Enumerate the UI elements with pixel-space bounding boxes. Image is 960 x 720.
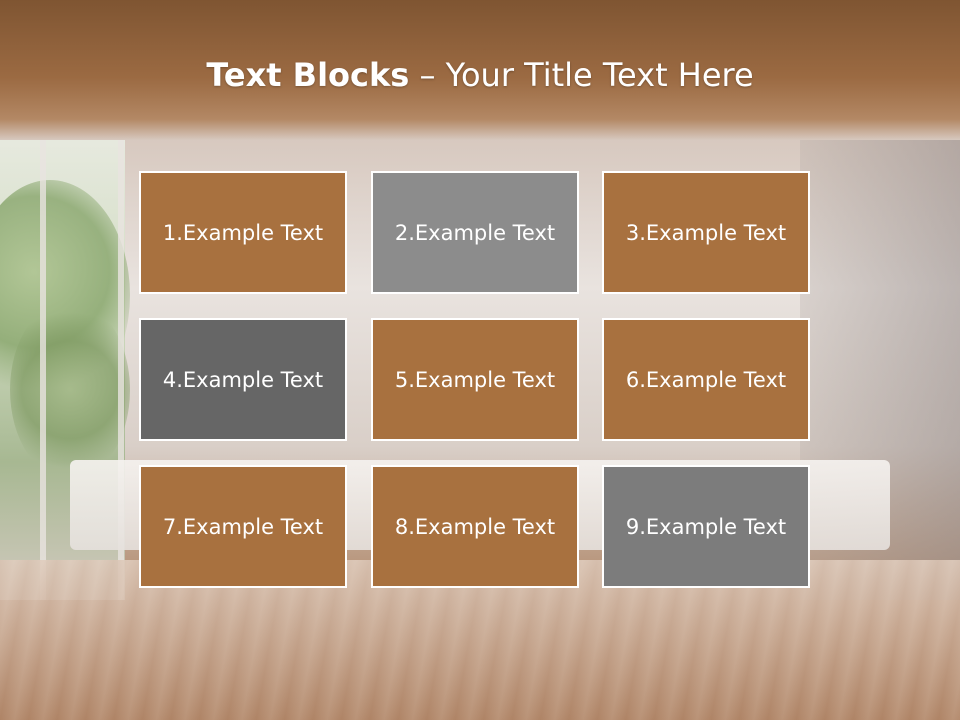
title-rest: Your Title Text Here [445, 56, 754, 94]
text-block-4: 4.Example Text [139, 318, 347, 441]
text-block-6: 6.Example Text [602, 318, 810, 441]
text-block-9: 9.Example Text [602, 465, 810, 588]
text-block-2: 2.Example Text [371, 171, 579, 294]
title-bold: Text Blocks [206, 56, 410, 94]
title-dash: – [409, 56, 446, 94]
tree-foliage-lower [10, 300, 130, 480]
title-band [0, 0, 960, 140]
text-block-7: 7.Example Text [139, 465, 347, 588]
slide-title: Text Blocks – Your Title Text Here [0, 52, 960, 98]
text-block-5: 5.Example Text [371, 318, 579, 441]
window-frame [118, 140, 124, 600]
text-block-grid: 1.Example Text 2.Example Text 3.Example … [139, 171, 815, 593]
text-block-3: 3.Example Text [602, 171, 810, 294]
text-block-8: 8.Example Text [371, 465, 579, 588]
window-frame [40, 140, 46, 600]
text-block-1: 1.Example Text [139, 171, 347, 294]
